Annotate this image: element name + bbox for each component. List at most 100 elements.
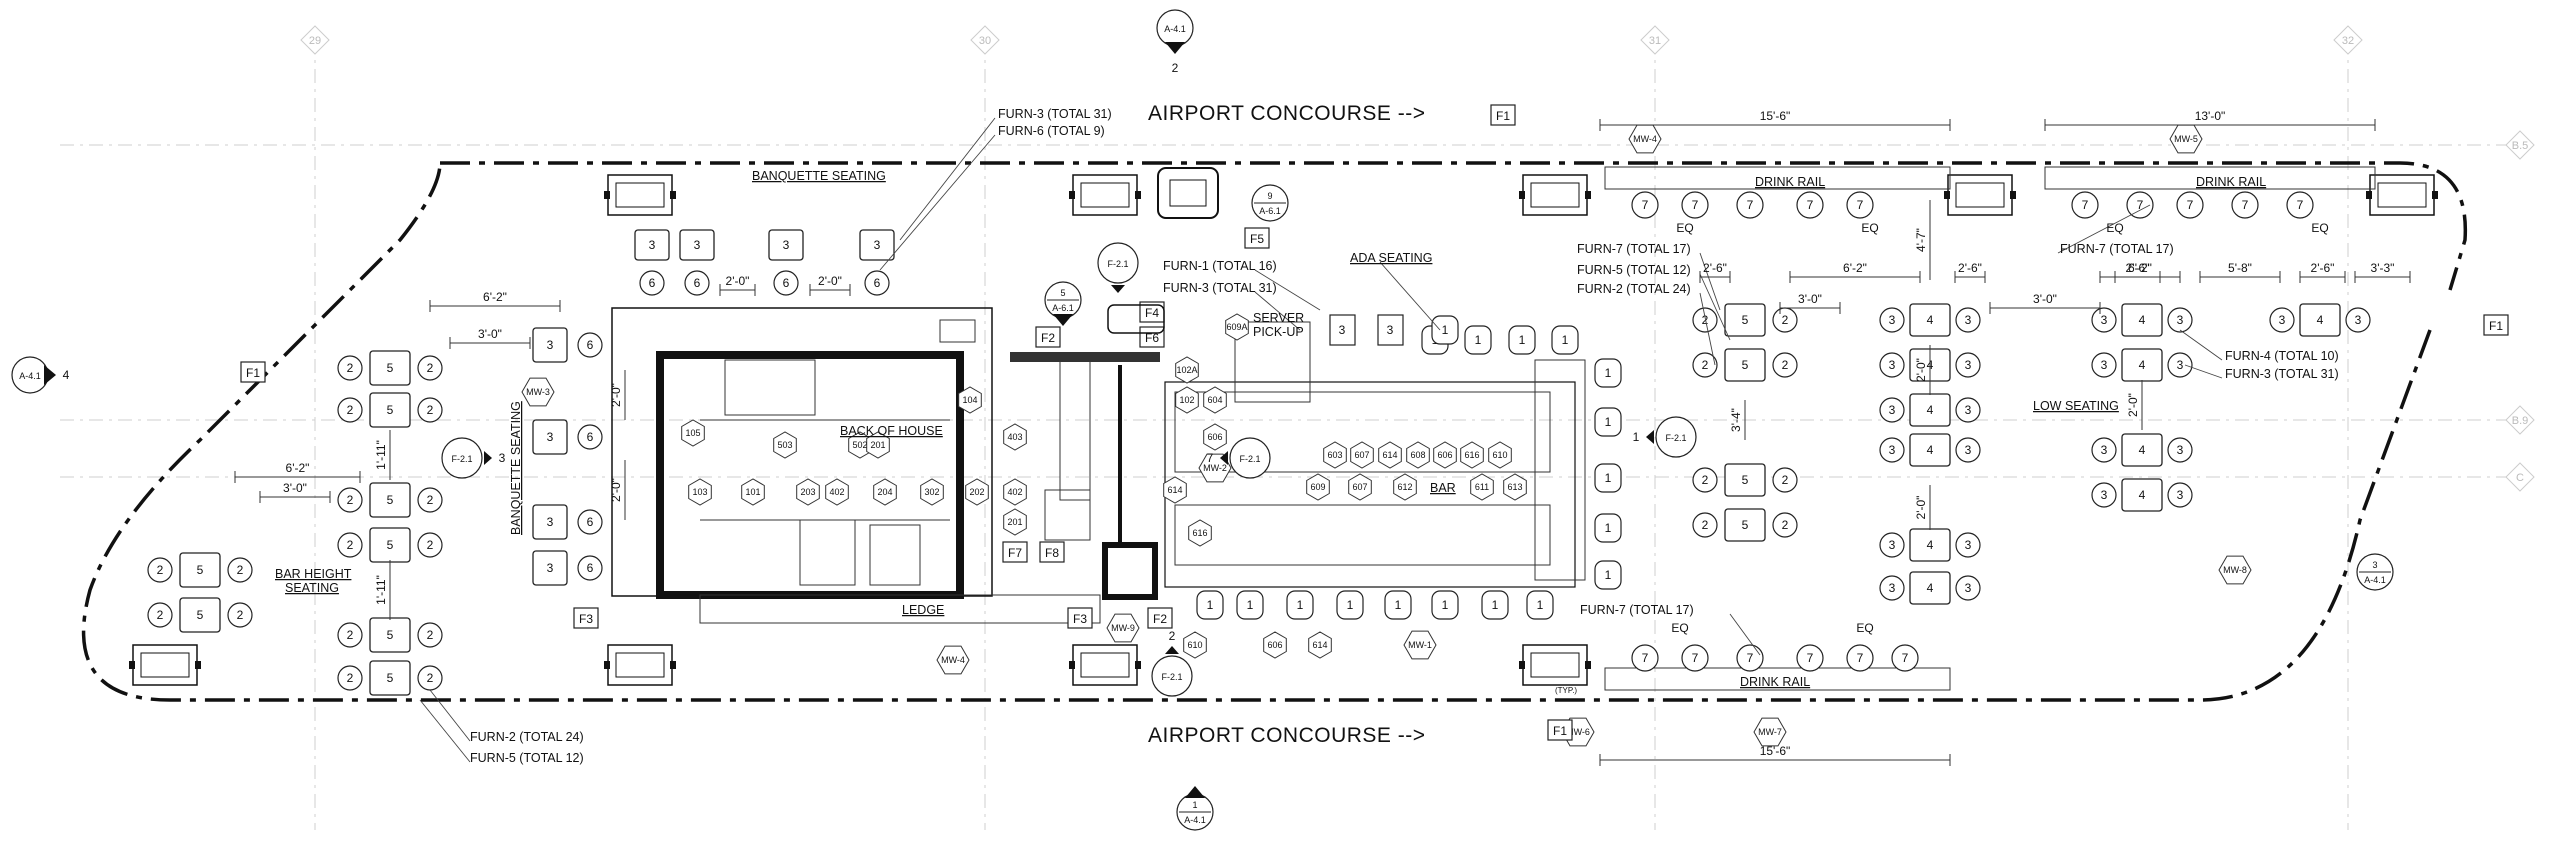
table-number: 4	[2139, 443, 2146, 457]
leader-line	[1699, 252, 1721, 311]
column-cap	[2432, 191, 2438, 199]
structural-column	[132, 644, 198, 686]
detail-callout-inner	[1169, 179, 1207, 207]
equipment-tag	[1188, 519, 1212, 547]
seat	[2091, 307, 2117, 333]
banquette-seat	[1594, 358, 1622, 388]
banquette-seat	[1594, 560, 1622, 590]
dimension-label: 2'-0"	[1914, 496, 1928, 520]
seat	[147, 602, 173, 628]
table-number: 3	[783, 238, 790, 252]
dimension-label: 2'-0"	[2126, 393, 2140, 417]
ada-seating-label: ADA SEATING	[1350, 251, 1432, 265]
equipment-tag-label: 102	[1179, 395, 1194, 405]
dimension-label: 2'-6"	[1958, 261, 1982, 275]
note-furn7-bottom: FURN-7 (TOTAL 17)	[1580, 603, 1694, 617]
section-arrow	[1185, 786, 1205, 798]
seat	[1631, 191, 1659, 219]
concourse-label-top: AIRPORT CONCOURSE -->	[1148, 102, 1426, 125]
grid-bubble	[2333, 25, 2363, 55]
grid-bubble	[2505, 462, 2535, 492]
seat	[417, 532, 443, 558]
seat-number: 3	[1965, 443, 1972, 457]
millwork-tag	[1403, 630, 1437, 660]
seat-number: 3	[1889, 581, 1896, 595]
equipment-tag-label: 402	[1007, 487, 1022, 497]
seat	[2126, 191, 2154, 219]
note-furn3-mid: FURN-3 (TOTAL 31)	[1163, 281, 1277, 295]
equipment-tag-label: 613	[1507, 482, 1522, 492]
seat	[337, 487, 363, 513]
seat	[417, 487, 443, 513]
seat	[1955, 307, 1981, 333]
equipment-tag	[1348, 473, 1372, 501]
equipment-tag	[958, 386, 982, 414]
table	[369, 392, 411, 428]
dimension-label: EQ	[2311, 221, 2328, 235]
structural-column	[607, 174, 673, 216]
finish-tag-label: F1	[1496, 109, 1510, 123]
seat-number: 3	[1889, 313, 1896, 327]
seat-number: 1	[1395, 598, 1402, 612]
seat	[1681, 191, 1709, 219]
seat	[577, 332, 603, 358]
seat-number: 3	[1965, 403, 1972, 417]
equipment-tag-label: 102A	[1176, 365, 1197, 375]
leader-line	[1699, 273, 1731, 341]
seat-number: 2	[157, 608, 164, 622]
elevation-number: 3	[499, 451, 506, 465]
millwork-tag-label: MW-1	[1408, 640, 1432, 650]
seat	[2167, 482, 2193, 508]
seat-number: 7	[1692, 198, 1699, 212]
seat-number: 1	[1207, 598, 1214, 612]
seat	[639, 270, 665, 296]
equipment-tag	[1308, 631, 1332, 659]
equipment-tag-label: 610	[1187, 640, 1202, 650]
seat-number: 3	[2177, 313, 2184, 327]
seat-number: 3	[1889, 358, 1896, 372]
drink-rail-label-1: DRINK RAIL	[1755, 175, 1825, 189]
seat	[1692, 467, 1718, 493]
seat-number: 3	[2279, 313, 2286, 327]
finish-tag-label: F1	[1553, 724, 1567, 738]
banquette-seat	[1481, 590, 1509, 620]
table-number: 4	[1927, 581, 1934, 595]
structural-column-inner	[1530, 182, 1580, 208]
equipment-tag-label: 606	[1267, 640, 1282, 650]
banquette-seat	[1594, 513, 1622, 543]
seat-number: 1	[1605, 415, 1612, 429]
section-mark-sheet: A-4.1	[1164, 24, 1186, 34]
structural-columns	[129, 174, 2438, 686]
leader-line	[2184, 364, 2223, 379]
table	[532, 419, 568, 455]
seat	[337, 397, 363, 423]
finish-tag	[1002, 541, 1028, 563]
seat	[417, 355, 443, 381]
seat	[773, 270, 799, 296]
equipment-tag	[1175, 386, 1199, 414]
seat	[417, 622, 443, 648]
dimension-label: 1'-11"	[374, 440, 388, 470]
table	[532, 504, 568, 540]
banquette-seat	[1508, 325, 1536, 355]
seat	[2167, 437, 2193, 463]
seat-number: 1	[1492, 598, 1499, 612]
seat-number: 7	[1747, 651, 1754, 665]
section-mark-number: 5	[1060, 288, 1065, 298]
banquette-seat	[1594, 407, 1622, 437]
dimension-label: 6'-2"	[2128, 261, 2152, 275]
elevation-arrow	[1165, 646, 1179, 654]
dimension-label: 5'-8"	[2228, 261, 2252, 275]
leader-line	[1729, 613, 1761, 656]
column-cap	[604, 661, 610, 669]
note-furn5-bottom: FURN-5 (TOTAL 12)	[470, 751, 584, 765]
seat-number: 2	[347, 671, 354, 685]
seat-number: 7	[1807, 651, 1814, 665]
dimension-label: 3'-3"	[2371, 261, 2395, 275]
seat-number: 2	[427, 671, 434, 685]
seat	[2091, 352, 2117, 378]
seat-number: 2	[237, 608, 244, 622]
seat	[1846, 191, 1874, 219]
structural-column-inner	[1530, 652, 1580, 678]
